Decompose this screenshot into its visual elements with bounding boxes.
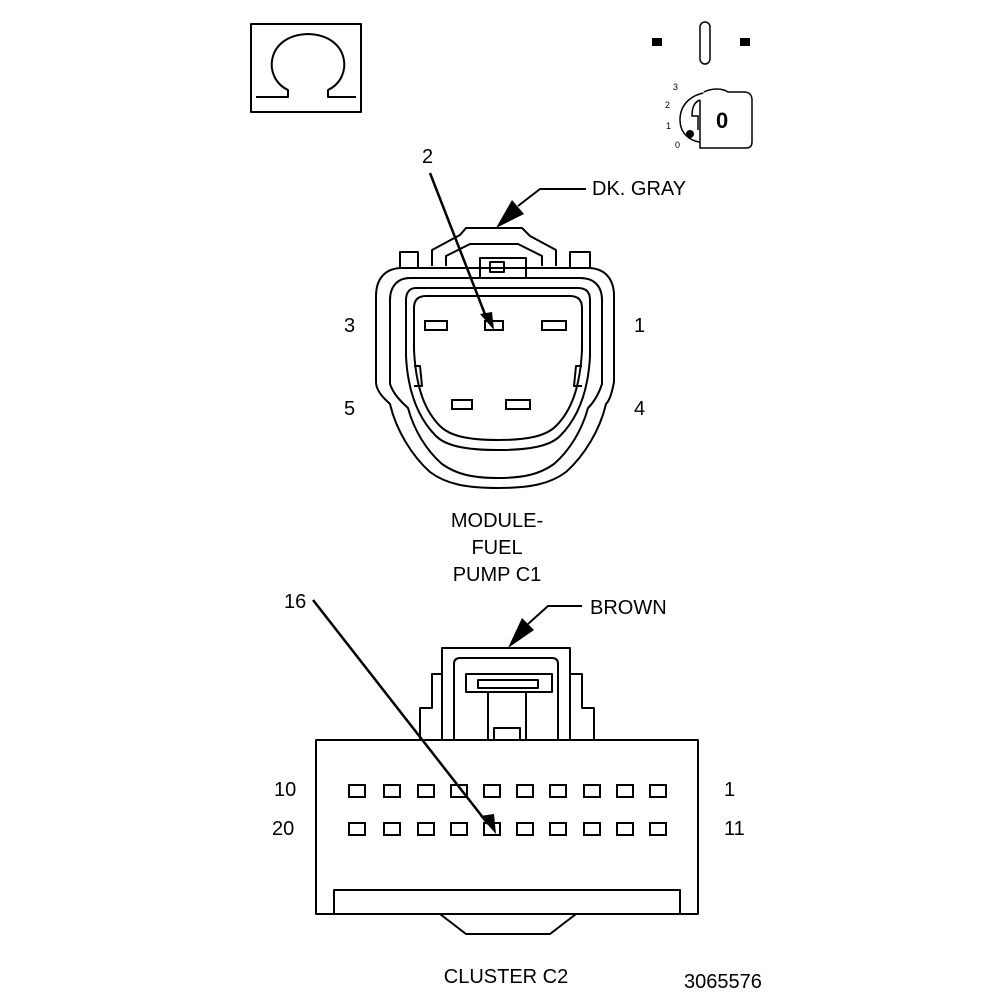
fuel-pump-pin-label-1: 1: [634, 315, 645, 337]
cluster-pointer-pin: 16: [284, 591, 306, 613]
ignition-key-icon: 3 2 1 0 0: [652, 21, 753, 150]
fuel-pump-name-line-3: PUMP C1: [453, 564, 542, 586]
ignition-mark-3: 3: [673, 82, 678, 92]
figure-id: 3065576: [684, 971, 762, 993]
ohmmeter-icon: [250, 23, 362, 113]
fuel-pump-pin-label-4: 4: [634, 398, 645, 420]
cluster-row-label-11: 11: [724, 818, 745, 840]
cluster-color-label: BROWN: [590, 597, 667, 619]
ignition-mark-2: 2: [665, 100, 670, 110]
cluster-row-label-10: 10: [274, 779, 296, 801]
fuel-pump-pin-label-5: 5: [344, 398, 355, 420]
fuel-pump-pin-label-3: 3: [344, 315, 355, 337]
cluster-row-label-1: 1: [724, 779, 735, 801]
ignition-mark-1: 1: [666, 121, 671, 131]
fuel-pump-name-line-1: MODULE-: [451, 510, 543, 532]
cluster-pin-row-bottom: [348, 822, 667, 836]
fuel-pump-color-label: DK. GRAY: [592, 178, 686, 200]
cluster-connector-c2: [312, 599, 699, 935]
fuel-pump-name-line-2: FUEL: [471, 537, 522, 559]
key-position-label: 0: [716, 108, 728, 133]
ignition-mark-0: 0: [675, 140, 680, 150]
cluster-row-label-20: 20: [272, 818, 294, 840]
cluster-connector-name: CLUSTER C2: [444, 966, 568, 988]
cluster-pin-row-top: [348, 784, 667, 798]
fuel-pump-pointer-pin: 2: [422, 146, 433, 168]
fuel-pump-connector-c1: [375, 172, 615, 489]
